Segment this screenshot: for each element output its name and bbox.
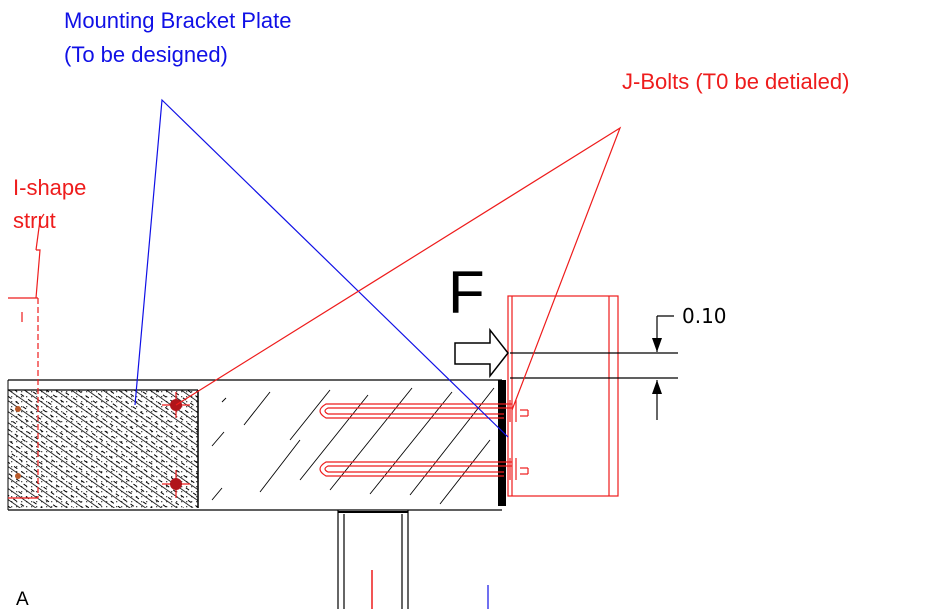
strut-bolt-bottom	[15, 473, 21, 479]
bearing-plate	[498, 380, 506, 506]
force-arrow-icon	[454, 327, 509, 379]
grout-block	[8, 389, 199, 508]
i-shape-strut	[8, 213, 45, 499]
strut-bolt-top	[15, 406, 21, 412]
dimension-lines	[510, 315, 678, 420]
mounting-bracket-plate	[507, 295, 619, 497]
dimension-arrow-down-icon	[652, 338, 662, 352]
strut-label-line2: strut	[13, 208, 56, 233]
j-bolt-bottom	[319, 458, 529, 480]
j-bolts-label: J-Bolts (T0 be detialed)	[622, 69, 850, 94]
bracket-subtitle-label: (To be designed)	[64, 42, 228, 67]
j-bolt-top	[319, 400, 529, 422]
strut-label-line1: I-shape	[13, 175, 87, 200]
support-column	[337, 510, 409, 609]
dimension-arrow-up-icon	[652, 380, 662, 394]
section-hatching	[211, 387, 495, 505]
bracket-title-label: Mounting Bracket Plate	[64, 8, 292, 33]
section-marker: A	[16, 589, 29, 609]
red-leader	[175, 126, 622, 411]
blue-leader	[134, 98, 509, 438]
force-label: F	[448, 259, 485, 326]
dimension-value: 0.10	[682, 304, 727, 328]
